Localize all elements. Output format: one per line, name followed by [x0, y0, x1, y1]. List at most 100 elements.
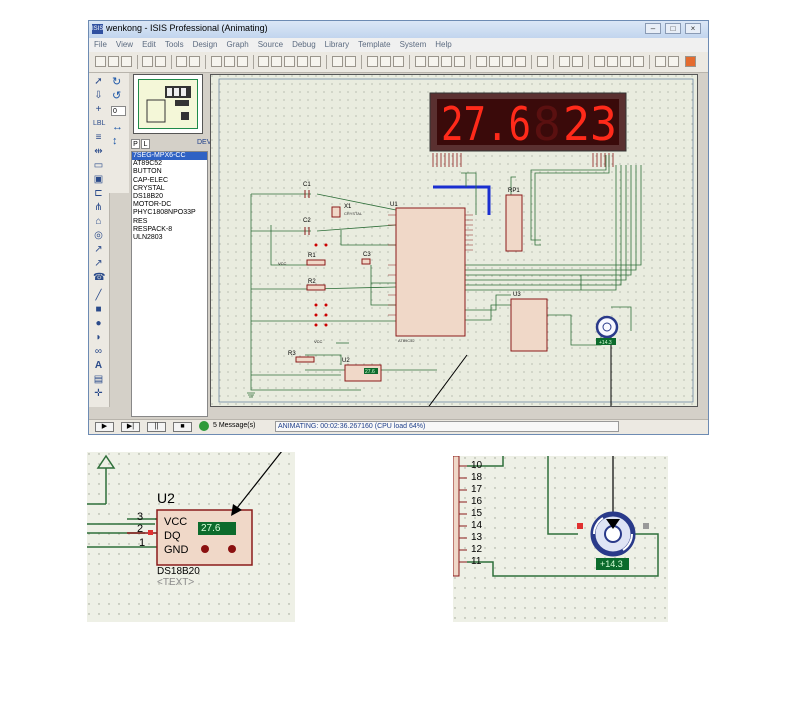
microcontroller-u1[interactable]: U1 AT89C52	[388, 202, 473, 343]
schematic-canvas[interactable]: 27.6 8 23	[210, 74, 698, 407]
ds18b20-body[interactable]	[156, 509, 253, 566]
bill-of-materials-icon[interactable]	[633, 56, 644, 67]
make-device-icon[interactable]	[489, 56, 500, 67]
device-item[interactable]: DS18B20	[133, 193, 163, 201]
pause-icon[interactable]: ||	[147, 422, 166, 432]
voltage-probe-icon[interactable]: ↗	[94, 244, 103, 255]
menu-system[interactable]: System	[399, 40, 427, 49]
zoom-out-icon[interactable]	[284, 56, 295, 67]
property-assign-icon[interactable]	[572, 56, 583, 67]
rotate-clockwise-icon[interactable]: ↻	[112, 76, 122, 88]
maximize-icon[interactable]: □	[665, 23, 681, 34]
selection-mode-icon[interactable]: ➚	[94, 76, 103, 87]
device-item[interactable]: 7SEG-MPX6-CC	[132, 152, 207, 161]
motor-zoom-icon[interactable]	[590, 511, 636, 557]
menu-source[interactable]: Source	[257, 40, 284, 49]
driver-u3[interactable]: U3	[510, 292, 548, 352]
device-item[interactable]: PHYC1808NPO33P	[133, 209, 196, 217]
close-icon[interactable]: ×	[685, 23, 701, 34]
menu-help[interactable]: Help	[435, 40, 452, 49]
block-move-icon[interactable]	[428, 56, 439, 67]
pan-icon[interactable]	[258, 56, 269, 67]
symbol-tool-icon[interactable]: ▤	[93, 374, 104, 385]
buses-mode-icon[interactable]: ⇹	[94, 146, 103, 157]
rotation-angle-input[interactable]: 0	[111, 106, 126, 116]
grid-icon[interactable]	[224, 56, 235, 67]
subcircuit-mode-icon[interactable]: ▭	[93, 160, 104, 171]
graph-mode-icon[interactable]: ⋔	[94, 202, 103, 213]
menu-view[interactable]: View	[115, 40, 134, 49]
menu-debug[interactable]: Debug	[292, 40, 316, 49]
search-icon[interactable]	[559, 56, 570, 67]
goto-sheet-icon[interactable]	[620, 56, 631, 67]
redo-icon[interactable]	[345, 56, 356, 67]
device-item[interactable]: ULN2803	[133, 234, 163, 242]
menu-design[interactable]: Design	[192, 40, 218, 49]
isis-app-icon[interactable]: ISIS	[92, 24, 104, 34]
menu-template[interactable]: Template	[358, 40, 391, 49]
save-file-icon[interactable]	[121, 56, 132, 67]
text-script-mode-icon[interactable]: ≡	[95, 132, 102, 143]
device-item[interactable]: AT89C52	[133, 160, 163, 168]
crystal-x1[interactable]: X1 CRYSTAL	[331, 204, 363, 218]
print-icon[interactable]	[176, 56, 187, 67]
device-item[interactable]: RESPACK-8	[133, 225, 173, 233]
overview-window[interactable]	[133, 74, 203, 134]
block-copy-icon[interactable]	[415, 56, 426, 67]
box-tool-icon[interactable]: ■	[95, 304, 102, 315]
ares-icon[interactable]	[685, 56, 696, 67]
resistor-r3[interactable]: R3	[288, 351, 315, 363]
new-sheet-icon[interactable]	[594, 56, 605, 67]
paste-icon[interactable]	[393, 56, 404, 67]
tape-recorder-mode-icon[interactable]: ⌂	[95, 216, 102, 227]
component-mode-icon[interactable]: ⇩	[94, 90, 103, 101]
resistor-r1[interactable]: R1 VCC	[278, 253, 326, 266]
path-tool-icon[interactable]: ∞	[94, 346, 103, 357]
temperature-sensor-u2[interactable]: U2 27.6	[342, 358, 382, 382]
open-file-icon[interactable]	[108, 56, 119, 67]
text-tool-icon[interactable]: A	[94, 360, 103, 371]
pick-device-button[interactable]: P	[131, 139, 140, 149]
generator-mode-icon[interactable]: ◎	[94, 230, 103, 241]
menu-edit[interactable]: Edit	[142, 40, 156, 49]
library-manager-button[interactable]: L	[141, 139, 150, 149]
menu-file[interactable]: File	[94, 40, 107, 49]
netlist-icon[interactable]	[655, 56, 666, 67]
decompose-icon[interactable]	[515, 56, 526, 67]
marker-tool-icon[interactable]: ✛	[94, 388, 103, 399]
minimize-icon[interactable]: –	[645, 23, 661, 34]
push-buttons[interactable]	[314, 243, 328, 327]
current-probe-icon[interactable]: ↗	[94, 258, 103, 269]
device-item[interactable]: CRYSTAL	[133, 184, 165, 192]
terminals-mode-icon[interactable]: ▣	[93, 174, 104, 185]
menu-library[interactable]: Library	[324, 40, 350, 49]
capacitor-c2[interactable]: C2	[303, 218, 311, 235]
zoom-area-icon[interactable]	[310, 56, 321, 67]
circle-tool-icon[interactable]: ●	[95, 318, 102, 329]
dc-motor[interactable]: +14.3	[595, 315, 619, 346]
pick-device-icon[interactable]	[476, 56, 487, 67]
import-icon[interactable]	[142, 56, 153, 67]
copy-icon[interactable]	[380, 56, 391, 67]
new-file-icon[interactable]	[95, 56, 106, 67]
packaging-icon[interactable]	[502, 56, 513, 67]
resistor-r2[interactable]: R2	[306, 279, 326, 291]
device-item[interactable]: MOTOR-DC	[133, 201, 172, 209]
capacitor-c3[interactable]: C3	[361, 252, 371, 265]
play-icon[interactable]: ▶	[95, 422, 114, 432]
origin-icon[interactable]	[237, 56, 248, 67]
capacitor-c1[interactable]: C1	[303, 182, 311, 198]
device-item[interactable]: BUTTON	[133, 168, 162, 176]
arc-tool-icon[interactable]: ◗	[95, 332, 102, 343]
line-tool-icon[interactable]: ╱	[95, 290, 102, 301]
remove-sheet-icon[interactable]	[607, 56, 618, 67]
print-area-icon[interactable]	[189, 56, 200, 67]
block-rotate-icon[interactable]	[441, 56, 452, 67]
zoom-in-icon[interactable]	[271, 56, 282, 67]
mirror-horizontal-icon[interactable]: ↔	[112, 121, 123, 133]
zoom-all-icon[interactable]	[297, 56, 308, 67]
mirror-vertical-icon[interactable]: ↕	[112, 135, 118, 147]
message-count[interactable]: 5 Message(s)	[213, 422, 256, 429]
electrical-check-icon[interactable]	[668, 56, 679, 67]
virtual-instruments-icon[interactable]: ☎	[93, 272, 106, 283]
